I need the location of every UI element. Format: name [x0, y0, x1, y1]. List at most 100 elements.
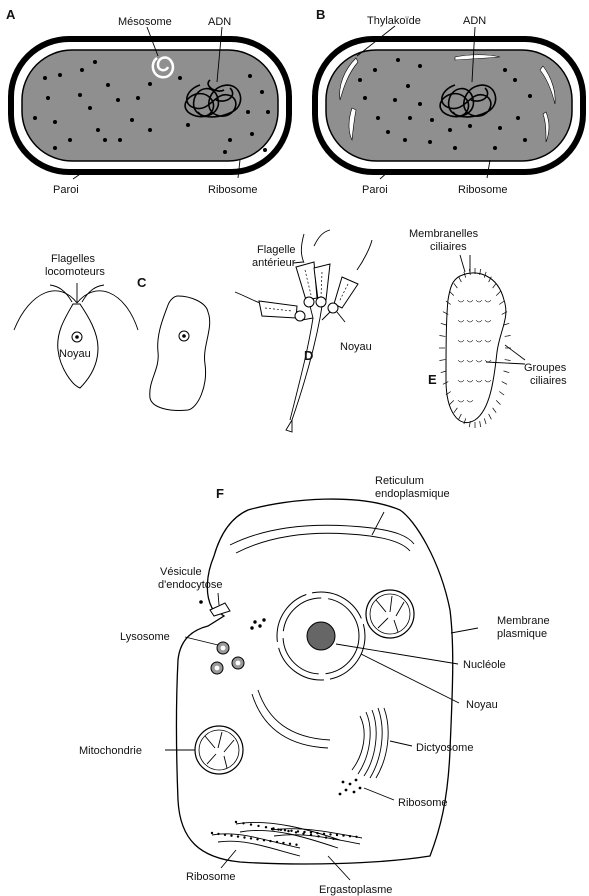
ribosome-dot [386, 130, 390, 134]
rer-ribosome [295, 844, 297, 846]
ribosome-dot [53, 146, 57, 150]
ribosome-dot [68, 138, 72, 142]
panel-b-letter: B [316, 7, 325, 22]
rer-ribosome [329, 833, 331, 835]
collar-nucleus [328, 303, 338, 313]
panel-a: A Mésosome ADN Paroi Ribosome [6, 7, 289, 196]
cilium [505, 360, 511, 361]
ribosome-dot [493, 146, 497, 150]
rer-ribosome [256, 838, 258, 840]
ribosome-dot [355, 779, 358, 782]
rer-ribosome [310, 831, 312, 833]
ribosome-dot [118, 138, 122, 142]
ribosome-dot [359, 787, 362, 790]
rer-ribosome [355, 836, 357, 838]
rer-ribosome [280, 829, 282, 831]
ribosome-dot [353, 791, 356, 794]
rer-ribosome [276, 841, 278, 843]
label-groupes-1: Groupes [524, 362, 567, 374]
ribosome-dot [345, 789, 348, 792]
ribosome-dot [88, 106, 92, 110]
ribosome-dot [376, 116, 380, 120]
ribosome-dot [248, 74, 252, 78]
label-ribosome-a: Ribosome [208, 184, 258, 196]
label-mesosome: Mésosome [118, 16, 172, 28]
panel-b: B Thylakoïde ADN Paroi Ribosome [315, 7, 583, 196]
rer-ribosome [323, 833, 325, 835]
ribosome-dot [228, 138, 232, 142]
ribosome-dot [418, 102, 422, 106]
panel-c-letter: C [137, 275, 147, 290]
ribosome-dot [396, 58, 400, 62]
label-paroi-a: Paroi [53, 184, 79, 196]
ribosome-dot [403, 138, 407, 142]
ribosome-dot [393, 98, 397, 102]
label-noyau-c: Noyau [59, 348, 91, 360]
rer-ribosome [237, 835, 239, 837]
ribosome-dot [33, 116, 37, 120]
rer-ribosome [284, 829, 286, 831]
label-flagelles-1: Flagelles [51, 253, 96, 265]
ribosome-dot [106, 83, 110, 87]
rer-ribosome [302, 833, 304, 835]
label-adn-a: ADN [208, 16, 231, 28]
cilium [489, 414, 492, 419]
panel-a-letter: A [6, 7, 16, 22]
cilium [496, 400, 500, 404]
rer-ribosome [277, 828, 279, 830]
ribosome-dot [448, 128, 452, 132]
ribosome-dot [78, 93, 82, 97]
ribosome-dot [498, 126, 502, 130]
rer-ribosome [332, 838, 334, 840]
ribosome-dot [148, 128, 152, 132]
cilium [484, 418, 486, 424]
ribosome-dot [430, 118, 434, 122]
ribosome-dot [46, 96, 50, 100]
ribosome-dot [503, 68, 507, 72]
flagellate-body [58, 304, 98, 388]
rer-ribosome [250, 837, 252, 839]
rer-ribosome [342, 834, 344, 836]
panel-c: Flagelles locomoteurs C Noyau [14, 253, 210, 411]
ribosome-dot [186, 123, 190, 127]
rer-ribosome [263, 839, 265, 841]
ribosome-dot [363, 96, 367, 100]
ribosome-dot [260, 90, 264, 94]
panel-e-letter: E [428, 372, 437, 387]
label-groupes-2: ciliaires [530, 375, 567, 387]
ribosome-dot [53, 120, 57, 124]
rer-ribosome [269, 840, 271, 842]
ribosome-dot [408, 116, 412, 120]
label-ergastoplasme: Ergastoplasme [319, 884, 392, 896]
label-reticulum-2: endoplasmique [375, 488, 450, 500]
rer-ribosome [310, 834, 312, 836]
collar-cells [259, 262, 358, 318]
panel-d-letter: D [304, 348, 313, 363]
rer-ribosome [272, 827, 274, 829]
ribosome-dot [250, 132, 254, 136]
rer-ribosome [325, 836, 327, 838]
rer-ribosome [235, 821, 237, 823]
ribosome-dot [136, 96, 140, 100]
ribosome-dot [373, 68, 377, 72]
label-membrane-2: plasmique [497, 628, 547, 640]
panel-f-letter: F [216, 486, 224, 501]
label-nucleole: Nucléole [463, 659, 506, 671]
nucleolus [307, 622, 335, 650]
cilium [480, 421, 481, 427]
ribosome-dot [523, 138, 527, 142]
cilium [504, 371, 510, 373]
label-lysosome: Lysosome [120, 631, 170, 643]
ribosome-dot [406, 84, 410, 88]
label-flagelle-2: antérieur [252, 257, 296, 269]
ribosome-dot [468, 124, 472, 128]
cilium [502, 382, 507, 385]
ribosome-dot [223, 150, 227, 154]
ribosome-dot [43, 76, 47, 80]
label-adn-b: ADN [463, 15, 486, 27]
ribosome-dot [266, 110, 270, 114]
ribosome-dot [58, 73, 62, 77]
ribosome-dot [428, 140, 432, 144]
